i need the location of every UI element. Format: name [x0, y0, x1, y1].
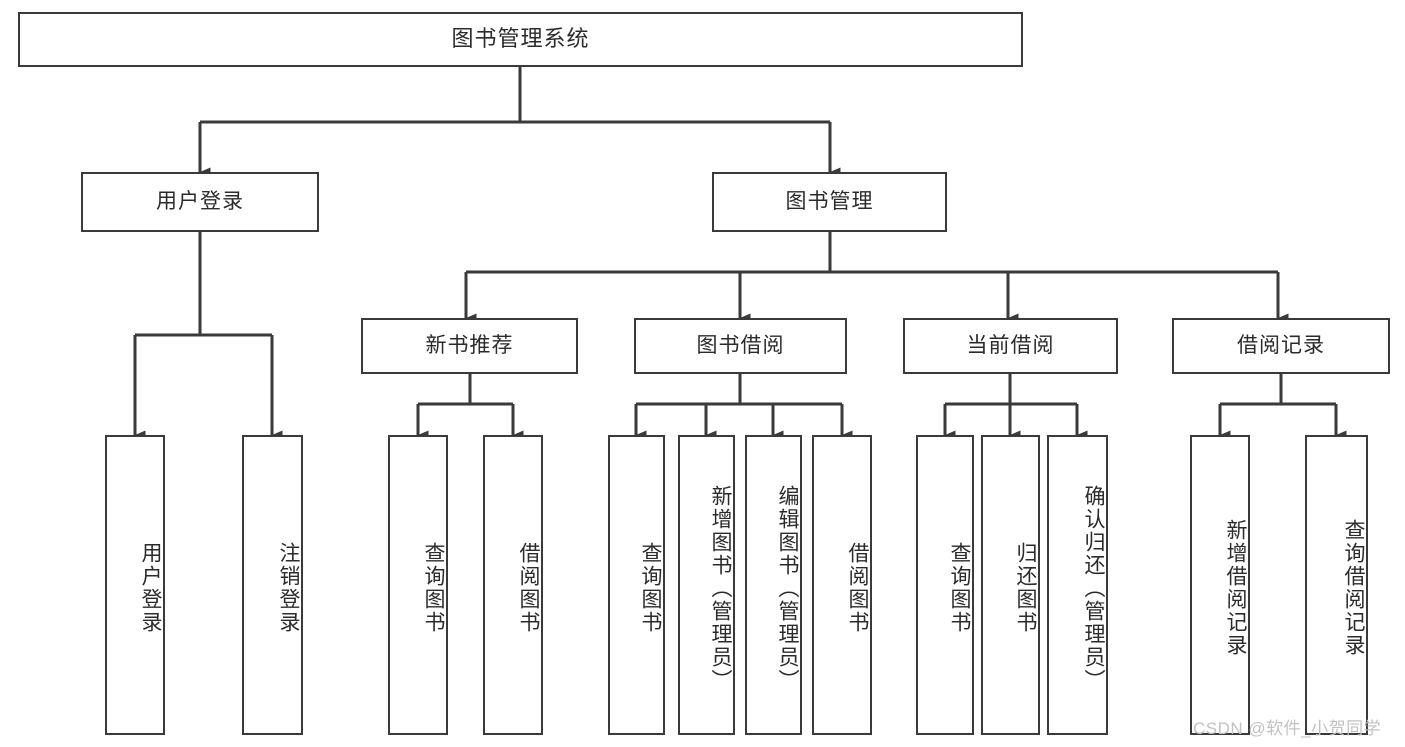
leaf-node-12[interactable]: 查询借阅记录 [1305, 435, 1368, 735]
node-label: 用户登录 [139, 542, 162, 634]
node-label: 注销登录 [277, 542, 300, 634]
level3-node-2[interactable]: 当前借阅 [903, 318, 1118, 374]
node-label: 借阅图书 [846, 542, 869, 634]
leaf-node-4[interactable]: 查询图书 [608, 435, 665, 735]
node-label: 编辑图书（管理员） [776, 484, 799, 692]
leaf-node-5[interactable]: 新增图书（管理员） [678, 435, 735, 735]
level2-node-1[interactable]: 图书管理 [712, 172, 947, 232]
root-node-0[interactable]: 图书管理系统 [18, 12, 1023, 67]
leaf-node-2[interactable]: 查询图书 [388, 435, 448, 735]
leaf-node-3[interactable]: 借阅图书 [483, 435, 543, 735]
leaf-node-0[interactable]: 用户登录 [105, 435, 165, 735]
node-label: 查询借阅记录 [1342, 519, 1365, 657]
leaf-node-7[interactable]: 借阅图书 [812, 435, 872, 735]
node-label: 图书管理 [785, 190, 874, 214]
node-label: 新增图书（管理员） [709, 484, 732, 692]
leaf-node-1[interactable]: 注销登录 [242, 435, 303, 735]
node-label: 新增借阅记录 [1224, 519, 1247, 657]
leaf-node-9[interactable]: 归还图书 [981, 435, 1040, 735]
level3-node-1[interactable]: 图书借阅 [634, 318, 847, 374]
node-label: 当前借阅 [966, 334, 1055, 358]
node-label: 用户登录 [156, 190, 244, 214]
node-label: 查询图书 [422, 542, 445, 634]
leaf-node-8[interactable]: 查询图书 [916, 435, 974, 735]
node-label: 新书推荐 [425, 334, 514, 358]
node-label: 借阅记录 [1237, 334, 1325, 358]
node-label: 查询图书 [948, 542, 971, 634]
node-label: 确认归还（管理员） [1082, 484, 1105, 692]
level3-node-0[interactable]: 新书推荐 [361, 318, 578, 374]
leaf-node-10[interactable]: 确认归还（管理员） [1047, 435, 1108, 735]
node-label: 借阅图书 [517, 542, 540, 634]
level2-node-0[interactable]: 用户登录 [81, 172, 319, 232]
node-label: 归还图书 [1014, 542, 1037, 634]
node-label: 查询图书 [639, 542, 662, 634]
level3-node-3[interactable]: 借阅记录 [1172, 318, 1390, 374]
leaf-node-11[interactable]: 新增借阅记录 [1190, 435, 1250, 735]
watermark-text: CSDN @软件_小贺同学 [1193, 719, 1382, 738]
node-label: 图书管理系统 [451, 26, 590, 52]
leaf-node-6[interactable]: 编辑图书（管理员） [745, 435, 802, 735]
node-label: 图书借阅 [696, 334, 785, 358]
